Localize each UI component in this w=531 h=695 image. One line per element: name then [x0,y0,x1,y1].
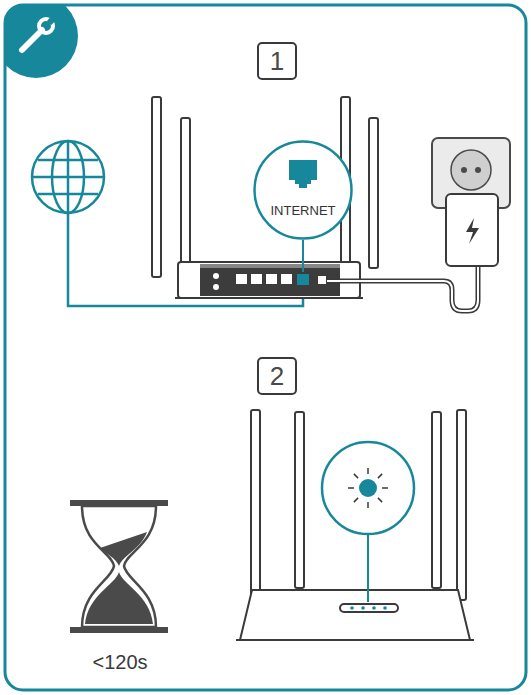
sun-ray [348,487,354,489]
power-cable [327,266,478,311]
router-front [236,410,474,640]
sun-ray [367,502,369,508]
port-callout: INTERNET [253,140,353,240]
power-adapter [446,194,498,266]
callout-circle [253,140,353,240]
sun-ray [354,474,358,478]
leader-line [302,240,304,272]
sun-ray [382,487,388,489]
hourglass [70,500,168,633]
sun-ray [378,498,382,502]
router-back [152,97,378,298]
led-callout [322,442,414,602]
sun-ray [354,498,358,502]
wrench-icon [22,19,53,50]
globe-icon [32,141,104,213]
wrench-badge [5,5,78,78]
step-number-box: 1 [257,42,297,80]
sun-ray [378,474,382,478]
ethernet-port-icon [289,160,317,188]
frame [5,5,526,690]
step-number: 2 [270,363,284,389]
step-number: 1 [270,48,284,74]
time-label: <120s [92,652,147,672]
port-label: INTERNET [253,204,353,217]
step-number-box: 2 [257,357,297,395]
sun-ray [367,468,369,474]
